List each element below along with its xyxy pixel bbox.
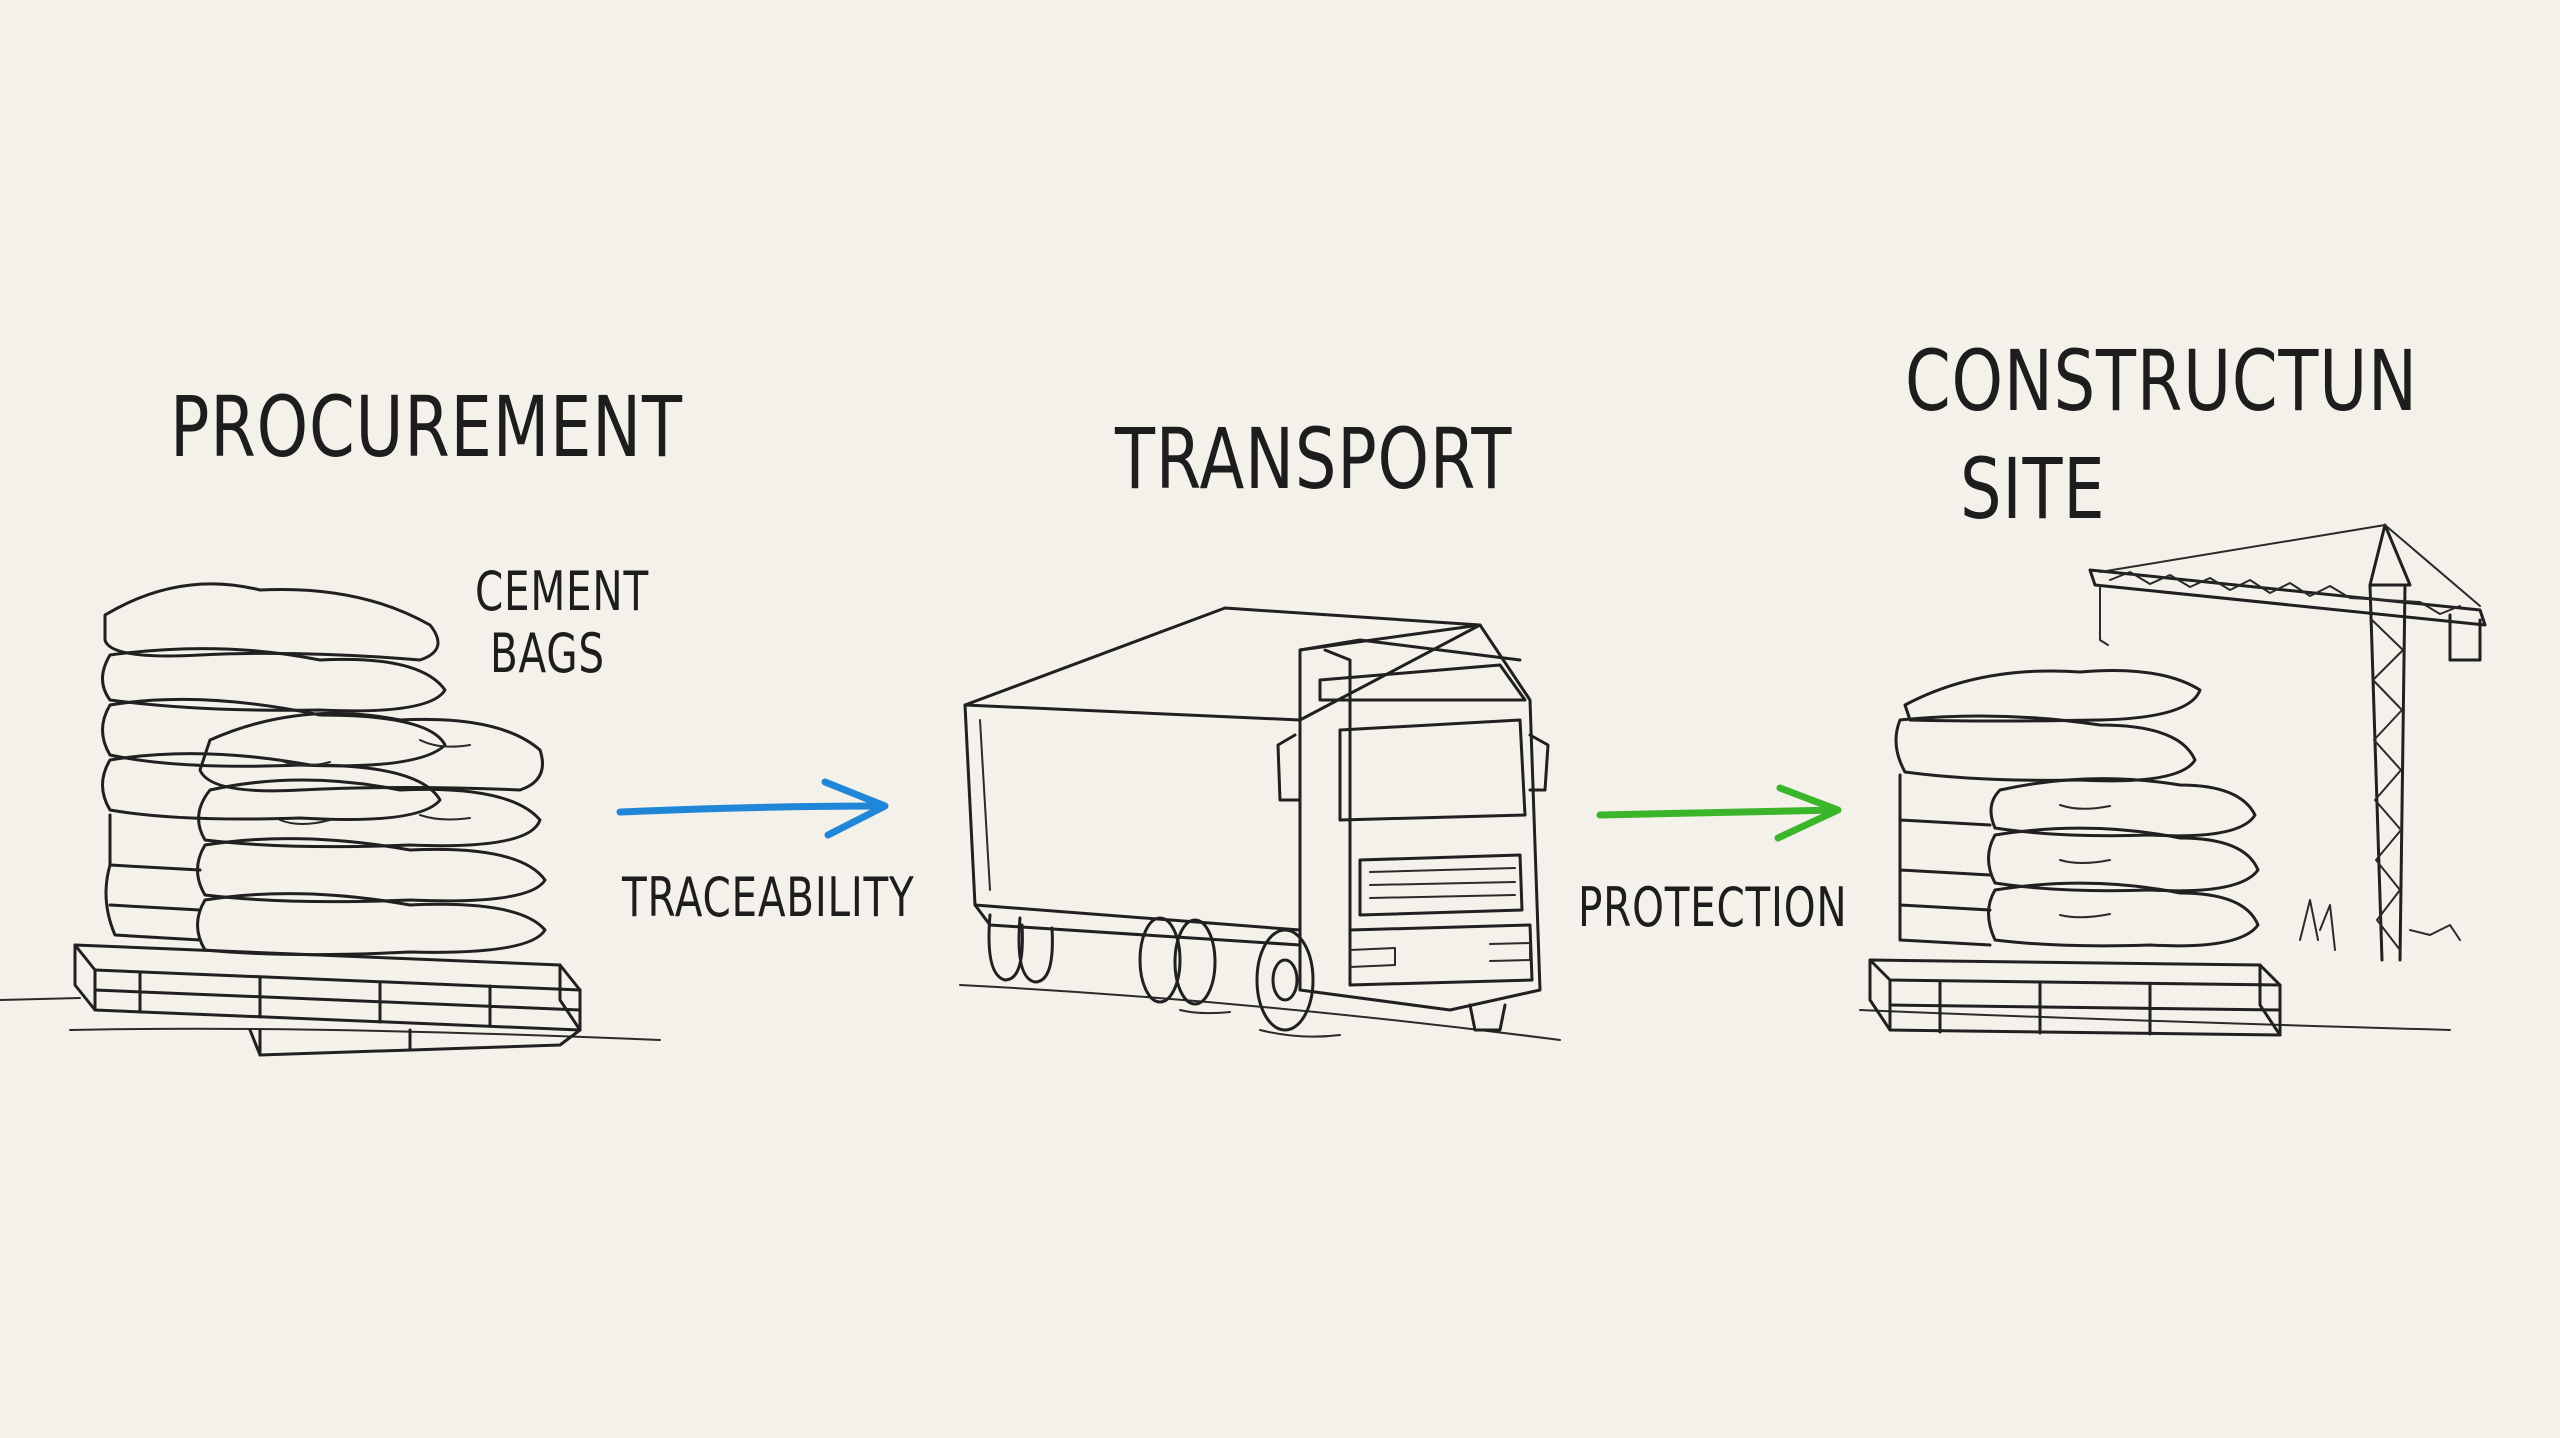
cement-bags-note-line-1: CEMENT	[475, 560, 649, 623]
construction-site-title-line-2: SITE	[1960, 440, 2106, 538]
traceability-label: TRACEABILITY	[622, 866, 915, 929]
protection-label: PROTECTION	[1578, 876, 1848, 939]
procurement-title: PROCUREMENT	[170, 378, 683, 476]
truck-icon	[963, 606, 1550, 1038]
tower-crane-icon	[2088, 523, 2487, 962]
cement-bag-pallet-icon	[1868, 669, 2282, 1037]
protection-arrow	[1596, 784, 1842, 842]
transport-title: TRANSPORT	[1115, 410, 1513, 508]
ground-line	[0, 984, 2451, 1041]
cement-bags-note-line-2: BAGS	[490, 622, 605, 685]
cement-bag-pallet-icon	[73, 582, 582, 1057]
traceability-arrow	[616, 778, 889, 839]
construction-site-title-line-1: CONSTRUCTUN	[1905, 332, 2418, 430]
